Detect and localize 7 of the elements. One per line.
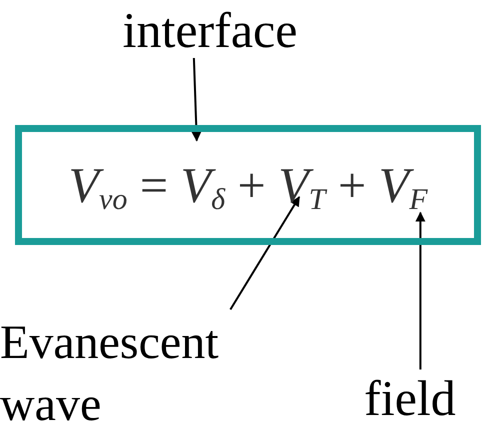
equation-box: V$_{vo}$ = V$_{δ}$ + V$_{T}$ + V$_{F}$ — [15, 125, 481, 245]
callout-text: field — [345, 370, 475, 426]
leader-line — [415, 212, 426, 370]
leader-line — [230, 196, 300, 310]
callout-text: interface — [95, 2, 325, 58]
callout-text: Evanescent wave — [0, 312, 240, 436]
leader-line — [191, 58, 202, 142]
